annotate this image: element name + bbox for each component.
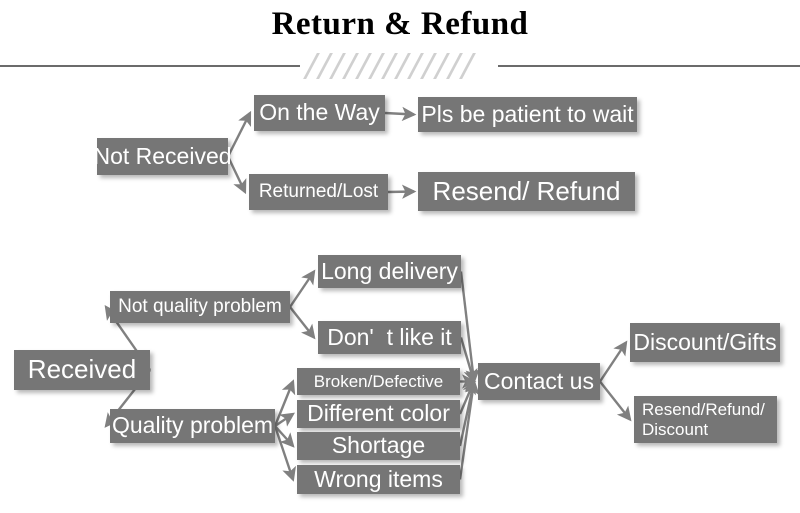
flow-node-resend-refund: Resend/ Refund — [418, 172, 635, 211]
flow-arrow-quality-problem-to-broken-defective — [273, 379, 296, 427]
flow-arrow-dont-like-it-to-contact-us — [459, 337, 478, 384]
flow-arrow-contact-us-to-resend-refund-discount — [599, 380, 632, 422]
flow-arrow-wrong-items-to-contact-us — [458, 379, 480, 480]
flow-node-not-received: Not Received — [93, 138, 232, 175]
flow-node-returned-lost: Returned/Lost — [249, 174, 388, 210]
flow-arrow-long-delivery-to-contact-us — [459, 271, 480, 384]
flow-node-different-color: Different color — [297, 400, 460, 428]
flow-node-broken-defective: Broken/Defective — [297, 368, 460, 395]
flow-node-on-the-way: On the Way — [254, 95, 385, 131]
flow-arrow-on-the-way-to-pls-be-patient — [384, 106, 417, 122]
flow-arrow-different-color-to-contact-us — [458, 379, 476, 415]
flow-node-not-quality-problem: Not quality problem — [110, 291, 290, 323]
flow-arrow-shortage-to-contact-us — [458, 379, 479, 447]
flow-arrow-quality-problem-to-wrong-items — [273, 425, 296, 482]
flow-node-shortage: Shortage — [297, 432, 460, 460]
flow-node-long-delivery: Long delivery — [318, 255, 461, 288]
flow-arrow-not-quality-problem-to-dont-like-it — [289, 306, 316, 340]
flow-node-contact-us: Contact us — [478, 363, 600, 400]
flow-node-discount-gifts: Discount/Gifts — [630, 323, 780, 362]
flow-node-pls-be-patient: Pls be patient to wait — [418, 97, 637, 132]
page-title: Return & Refund — [271, 6, 529, 42]
flow-node-resend-refund-discount: Resend/Refund/ Discount — [634, 396, 777, 443]
flow-arrow-quality-problem-to-different-color — [274, 412, 295, 427]
flow-arrow-quality-problem-to-shortage — [274, 425, 295, 448]
divider-line-right — [498, 65, 800, 67]
divider-line-left — [0, 65, 300, 67]
flow-node-wrong-items: Wrong items — [297, 465, 460, 494]
header-divider — [0, 53, 800, 79]
flow-node-received: Received — [14, 350, 150, 390]
flow-arrow-contact-us-to-discount-gifts — [599, 340, 628, 383]
flow-node-dont-like-it: Don' t like it — [318, 321, 461, 354]
flow-arrow-returned-lost-to-resend-refund — [387, 184, 417, 199]
flow-arrow-not-quality-problem-to-long-delivery — [289, 269, 316, 308]
flow-node-quality-problem: Quality problem — [110, 409, 275, 443]
